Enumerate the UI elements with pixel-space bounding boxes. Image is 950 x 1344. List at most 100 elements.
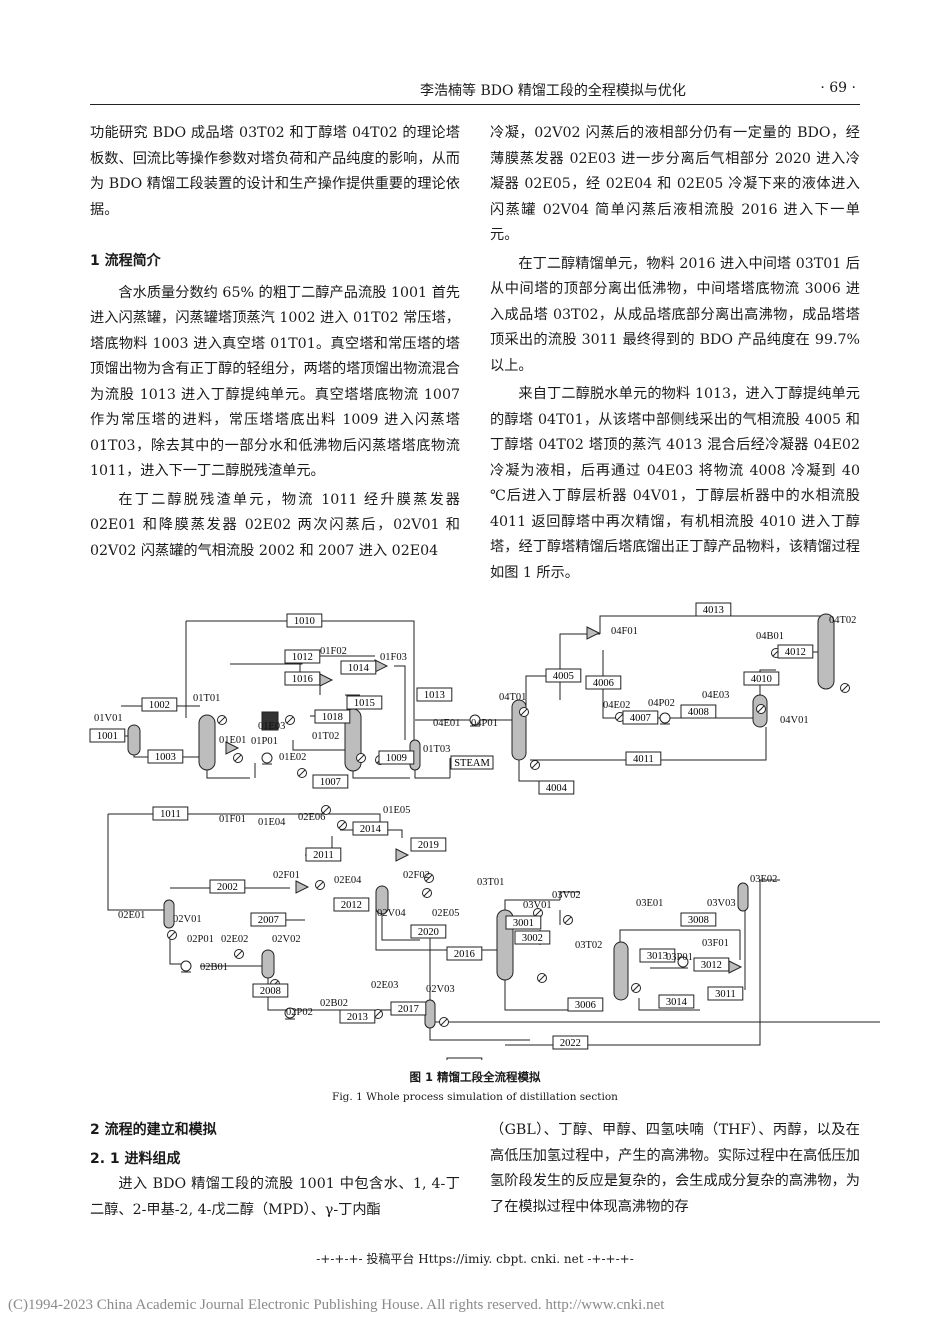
equipment-label-03F01: 03F01 bbox=[702, 938, 729, 949]
stream-label: 4012 bbox=[785, 647, 806, 658]
stream-box-4008 bbox=[680, 704, 717, 719]
stream-label: 4013 bbox=[703, 605, 724, 616]
pump bbox=[659, 712, 671, 724]
equipment-label-01E04: 01E04 bbox=[258, 817, 286, 828]
equipment-label-02E05: 02E05 bbox=[432, 908, 459, 919]
stream-box-2012 bbox=[333, 897, 370, 912]
equipment-label-01E01: 01E01 bbox=[219, 735, 246, 746]
stream-label: 4008 bbox=[688, 707, 709, 718]
figure-caption-en: Fig. 1 Whole process simulation of disti… bbox=[332, 1091, 618, 1103]
equipment-label-01T03: 01T03 bbox=[423, 744, 450, 755]
stream-box-2013 bbox=[339, 1009, 376, 1024]
stream-label: 1015 bbox=[354, 698, 375, 709]
stream-box-3002 bbox=[514, 930, 551, 945]
pump bbox=[180, 960, 192, 972]
submission-footer: -+-+-+- 投稿平台 Https://imiy. cbpt. cnki. n… bbox=[316, 1252, 634, 1266]
pump bbox=[284, 1007, 296, 1019]
equipment-label-01E05: 01E05 bbox=[383, 805, 410, 816]
stream-box-4011 bbox=[625, 751, 662, 766]
column bbox=[198, 714, 216, 771]
stream-label: 1016 bbox=[292, 674, 313, 685]
stream-box-2007 bbox=[250, 912, 287, 927]
equipment-label-01E02: 01E02 bbox=[279, 752, 306, 763]
pump bbox=[469, 714, 481, 726]
stream-label: 2012 bbox=[341, 900, 362, 911]
stream-box-1012 bbox=[284, 649, 321, 664]
column bbox=[817, 613, 835, 690]
stream-label: 1003 bbox=[155, 752, 176, 763]
stream-label: 4004 bbox=[546, 783, 568, 794]
pump bbox=[261, 752, 273, 764]
stream-box-3014 bbox=[658, 994, 695, 1009]
stream-box-1001 bbox=[89, 728, 126, 743]
paragraph: 冷凝，02V02 闪蒸后的液相部分仍有一定量的 BDO，经薄膜蒸发器 02E03… bbox=[490, 125, 860, 243]
equipment-label-03T02: 03T02 bbox=[575, 940, 602, 951]
stream-label: 1012 bbox=[292, 652, 313, 663]
stream-box-3012 bbox=[693, 957, 730, 972]
equipment-label-02F02: 02F02 bbox=[403, 870, 430, 881]
splitter bbox=[225, 741, 240, 755]
equipment-label-04T02: 04T02 bbox=[829, 615, 856, 626]
process-flow-diagram: 1010101210141016101510181002100110031007… bbox=[89, 602, 880, 1060]
stream-label: 3014 bbox=[666, 997, 688, 1008]
section-heading: 2 流程的建立和模拟 bbox=[90, 1122, 217, 1138]
figure-caption-cn: 图 1 精馏工段全流程模拟 bbox=[409, 1070, 541, 1084]
stream-label: 2002 bbox=[217, 882, 238, 893]
stream-box-3008 bbox=[680, 912, 717, 927]
stream-label: 3002 bbox=[522, 933, 543, 944]
flash-drum bbox=[127, 724, 141, 756]
paragraph: 含水质量分数约 65% 的粗丁二醇产品流股 1001 首先进入闪蒸罐，闪蒸罐塔顶… bbox=[90, 284, 460, 480]
equipment-label-01F02: 01F02 bbox=[320, 646, 347, 657]
stream-label: 4005 bbox=[553, 671, 574, 682]
flash-drum bbox=[424, 999, 436, 1029]
equipment-label-04F01: 04F01 bbox=[611, 626, 638, 637]
splitter bbox=[728, 960, 743, 974]
equipment-label-04T01: 04T01 bbox=[499, 692, 526, 703]
equipment-label-01E03: 01E03 bbox=[258, 721, 285, 732]
stream-label: 2007 bbox=[258, 915, 279, 926]
stream-box-4007 bbox=[622, 710, 659, 725]
equipment-label-01T02: 01T02 bbox=[312, 731, 339, 742]
reboiler bbox=[261, 711, 279, 731]
equipment-label-04E02: 04E02 bbox=[603, 700, 630, 711]
equipment-label-02P01: 02P01 bbox=[187, 934, 214, 945]
equipment-label-02E02: 02E02 bbox=[221, 934, 248, 945]
equipment-label-02B02: 02B02 bbox=[320, 998, 348, 1009]
equipment-label-03V02: 03V02 bbox=[552, 890, 581, 901]
stream-box-2021 bbox=[446, 1057, 483, 1060]
equipment-label-02V02: 02V02 bbox=[272, 934, 301, 945]
equipment-label-04P01: 04P01 bbox=[471, 718, 498, 729]
stream-box-1009 bbox=[378, 750, 415, 765]
splitter bbox=[395, 848, 410, 862]
stream-label: 3008 bbox=[688, 915, 709, 926]
stream-label: STEAM bbox=[454, 758, 490, 769]
equipment-label-02V04: 02V04 bbox=[377, 908, 406, 919]
equipment-label-03P01: 03P01 bbox=[666, 952, 693, 963]
stream-box-1013 bbox=[416, 687, 453, 702]
stream-label: 1009 bbox=[386, 753, 407, 764]
stream-box-2014 bbox=[352, 821, 389, 836]
right-column-top: 冷凝，02V02 闪蒸后的液相部分仍有一定量的 BDO，经薄膜蒸发器 02E03… bbox=[490, 121, 860, 586]
stream-box-1002 bbox=[141, 697, 178, 712]
stream-box-4010 bbox=[743, 671, 780, 686]
equipment-label-03E01: 03E01 bbox=[636, 898, 663, 909]
stream-box-2008 bbox=[252, 983, 289, 998]
stream-box-1015 bbox=[346, 695, 383, 710]
stream-label: 1010 bbox=[294, 616, 315, 627]
stream-box-1011 bbox=[152, 806, 189, 821]
stream-label: 1014 bbox=[348, 663, 370, 674]
equipment-label-02P02: 02P02 bbox=[286, 1007, 313, 1018]
stream-label: 3013 bbox=[647, 951, 668, 962]
stream-box-4005 bbox=[545, 668, 582, 683]
equipment-label-04E01: 04E01 bbox=[433, 718, 460, 729]
stream-box-2011 bbox=[305, 847, 342, 862]
stream-label: 1002 bbox=[149, 700, 170, 711]
stream-label: 2016 bbox=[454, 949, 475, 960]
stream-box-1016 bbox=[284, 671, 321, 686]
stream-label: 4006 bbox=[593, 678, 614, 689]
stream-label: 2013 bbox=[347, 1012, 368, 1023]
stream-label: 3001 bbox=[513, 918, 534, 929]
equipment bbox=[127, 613, 850, 1029]
stream-box-4013 bbox=[695, 602, 732, 617]
